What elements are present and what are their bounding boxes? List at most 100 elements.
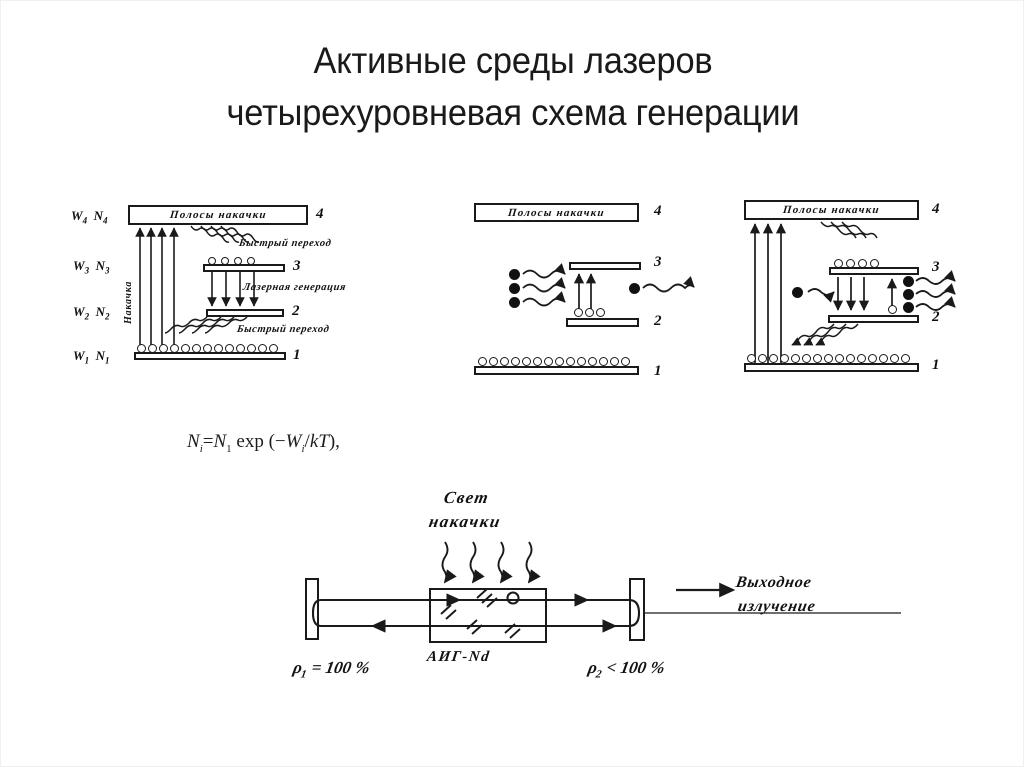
population-circle bbox=[203, 344, 212, 353]
population-circle bbox=[247, 344, 256, 353]
pump-band-box-middle: Полосы накачки bbox=[474, 203, 639, 222]
population-circle bbox=[857, 354, 866, 363]
energy-label-w4-n4: W4 N4 bbox=[71, 208, 107, 226]
label-n1: N1 bbox=[95, 348, 110, 366]
energy-label-w1-n1: W1 N1 bbox=[73, 348, 109, 366]
population-circle bbox=[599, 357, 608, 366]
label-w2: W2 bbox=[73, 304, 90, 322]
photon-dot bbox=[792, 287, 803, 298]
photon-dot bbox=[903, 302, 914, 313]
population-circle bbox=[588, 357, 597, 366]
right-diagram-vectors bbox=[749, 221, 956, 363]
population-circle bbox=[511, 357, 520, 366]
population-circle bbox=[879, 354, 888, 363]
laser-resonator-scheme: Свет накачки АИГ-Nd ρ1 = 100 % ρ2 < 100 … bbox=[281, 486, 901, 701]
population-circle bbox=[824, 354, 833, 363]
label-w4: W4 bbox=[71, 208, 88, 226]
population-circle bbox=[522, 357, 531, 366]
energy-level-3-bar-middle bbox=[569, 262, 641, 270]
formula-lhs: Ni bbox=[187, 431, 203, 455]
population-circle bbox=[769, 354, 778, 363]
laser-scheme-vectors bbox=[311, 541, 901, 639]
photon-dot bbox=[903, 276, 914, 287]
photon-dot bbox=[903, 289, 914, 300]
level-number-2-left: 2 bbox=[292, 303, 300, 319]
level-number-4-right: 4 bbox=[932, 201, 940, 217]
middle-diagram-vectors bbox=[522, 263, 695, 313]
population-circle bbox=[610, 357, 619, 366]
energy-level-2-bar-right bbox=[828, 315, 919, 323]
population-circle bbox=[566, 357, 575, 366]
population-circle bbox=[181, 344, 190, 353]
formula-comma: , bbox=[335, 431, 340, 452]
energy-label-w2-n2: W2 N2 bbox=[73, 304, 109, 322]
population-circle bbox=[890, 354, 899, 363]
population-circle bbox=[621, 357, 630, 366]
label-n2: N2 bbox=[95, 304, 110, 322]
population-circle bbox=[214, 344, 223, 353]
diagram-left-four-level-scheme: Полосы накачки 4 3 2 1 W4 N4 W3 N3 W2 N2… bbox=[71, 196, 371, 371]
pump-band-box-right: Полосы накачки bbox=[744, 200, 919, 220]
population-circle bbox=[225, 344, 234, 353]
population-circle bbox=[574, 308, 583, 317]
population-circle bbox=[258, 344, 267, 353]
photon-dot bbox=[509, 297, 520, 308]
population-circle bbox=[148, 344, 157, 353]
photon-dot bbox=[509, 283, 520, 294]
formula-arg: (−Wi/kT) bbox=[268, 431, 336, 455]
energy-level-1-bar-middle bbox=[474, 366, 639, 375]
population-circle bbox=[835, 354, 844, 363]
population-circle bbox=[159, 344, 168, 353]
title-line-1: Активные среды лазеров bbox=[313, 40, 713, 81]
level-number-3-right: 3 bbox=[932, 259, 940, 275]
page-title: Активные среды лазеров четырехуровневая … bbox=[1, 35, 1024, 139]
energy-level-2-bar-middle bbox=[566, 318, 639, 327]
population-circle bbox=[533, 357, 542, 366]
formula-rhs: N1 bbox=[213, 431, 232, 455]
population-circle bbox=[780, 354, 789, 363]
label-n3: N3 bbox=[95, 258, 110, 276]
population-circle bbox=[813, 354, 822, 363]
population-circle bbox=[846, 259, 855, 268]
population-circle bbox=[269, 344, 278, 353]
population-circle bbox=[234, 257, 242, 265]
level-number-3-middle: 3 bbox=[654, 254, 662, 270]
energy-level-2-bar-left bbox=[206, 309, 284, 317]
population-circle bbox=[888, 305, 897, 314]
population-circle bbox=[137, 344, 146, 353]
population-circle bbox=[236, 344, 245, 353]
formula-equals: = bbox=[202, 431, 214, 452]
title-line-2: четырехуровневая схема генерации bbox=[226, 92, 800, 133]
population-circle bbox=[846, 354, 855, 363]
population-circle bbox=[870, 259, 879, 268]
level-number-2-middle: 2 bbox=[654, 313, 662, 329]
energy-level-1-bar-right bbox=[744, 363, 919, 372]
population-circle bbox=[221, 257, 229, 265]
level-number-4-middle: 4 bbox=[654, 203, 662, 219]
population-circle bbox=[585, 308, 594, 317]
photon-dot bbox=[509, 269, 520, 280]
energy-level-3-bar-left bbox=[203, 264, 285, 272]
population-circle bbox=[758, 354, 767, 363]
population-circle bbox=[747, 354, 756, 363]
population-circle bbox=[489, 357, 498, 366]
boltzmann-distribution-formula: Ni=N1 exp (−Wi/kT), bbox=[187, 431, 340, 455]
population-circle bbox=[544, 357, 553, 366]
diagram-right-population-inversion: Полосы накачки 4 3 2 1 bbox=[726, 191, 991, 381]
level-number-2-right: 2 bbox=[932, 309, 940, 325]
left-diagram-vectors bbox=[135, 225, 260, 352]
population-circle bbox=[247, 257, 255, 265]
population-circle bbox=[170, 344, 179, 353]
level-number-1-middle: 1 bbox=[654, 363, 662, 379]
population-circle bbox=[555, 357, 564, 366]
population-circle bbox=[868, 354, 877, 363]
population-circle bbox=[596, 308, 605, 317]
level-number-1-right: 1 bbox=[932, 357, 940, 373]
population-circle bbox=[802, 354, 811, 363]
population-circle bbox=[478, 357, 487, 366]
population-circle bbox=[834, 259, 843, 268]
label-n4: N4 bbox=[93, 208, 108, 226]
level-number-3-left: 3 bbox=[293, 258, 301, 274]
photon-dot bbox=[629, 283, 640, 294]
